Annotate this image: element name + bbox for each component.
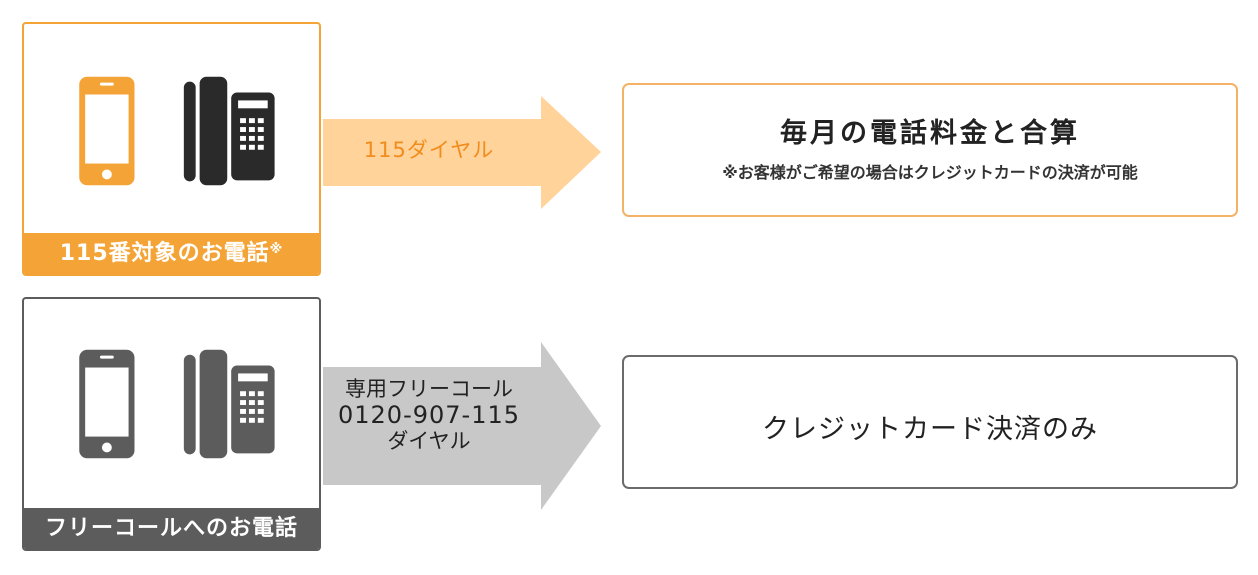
device-box-freecall: フリーコールへのお電話 bbox=[22, 297, 321, 551]
arrow-freecall bbox=[323, 342, 601, 510]
device-icons bbox=[79, 349, 275, 459]
desk-phone-icon bbox=[183, 76, 275, 186]
arrow-115-label: 115ダイヤル bbox=[363, 138, 495, 162]
device-label-freecall: フリーコールへのお電話 bbox=[24, 508, 319, 549]
arrow-115 bbox=[323, 96, 601, 209]
device-label-115: 115番対象のお電話※ bbox=[24, 233, 319, 274]
smartphone-icon bbox=[79, 76, 135, 186]
result-box-115: 毎月の電話料金と合算 ※お客様がご希望の場合はクレジットカードの決済が可能 bbox=[622, 83, 1238, 217]
desk-phone-icon bbox=[183, 349, 275, 459]
result-freecall-main: クレジットカード決済のみ bbox=[762, 414, 1098, 445]
freecall-number: 0120-907-115 bbox=[337, 401, 520, 429]
result-box-freecall: クレジットカード決済のみ bbox=[622, 355, 1238, 489]
smartphone-icon bbox=[79, 349, 135, 459]
result-115-note: ※お客様がご希望の場合はクレジットカードの決済が可能 bbox=[722, 163, 1138, 182]
device-icons bbox=[79, 76, 275, 186]
result-115-main: 毎月の電話料金と合算 bbox=[780, 118, 1080, 149]
arrow-freecall-line1: 専用フリーコール bbox=[345, 377, 513, 401]
arrow-freecall-line3: ダイヤル bbox=[387, 429, 471, 453]
device-label-text: 115番対象のお電話 bbox=[59, 241, 270, 266]
arrow-freecall-label: 専用フリーコール 0120-907-115 ダイヤル bbox=[323, 376, 535, 454]
device-box-115: 115番対象のお電話※ bbox=[22, 22, 321, 276]
note-mark: ※ bbox=[269, 242, 284, 257]
